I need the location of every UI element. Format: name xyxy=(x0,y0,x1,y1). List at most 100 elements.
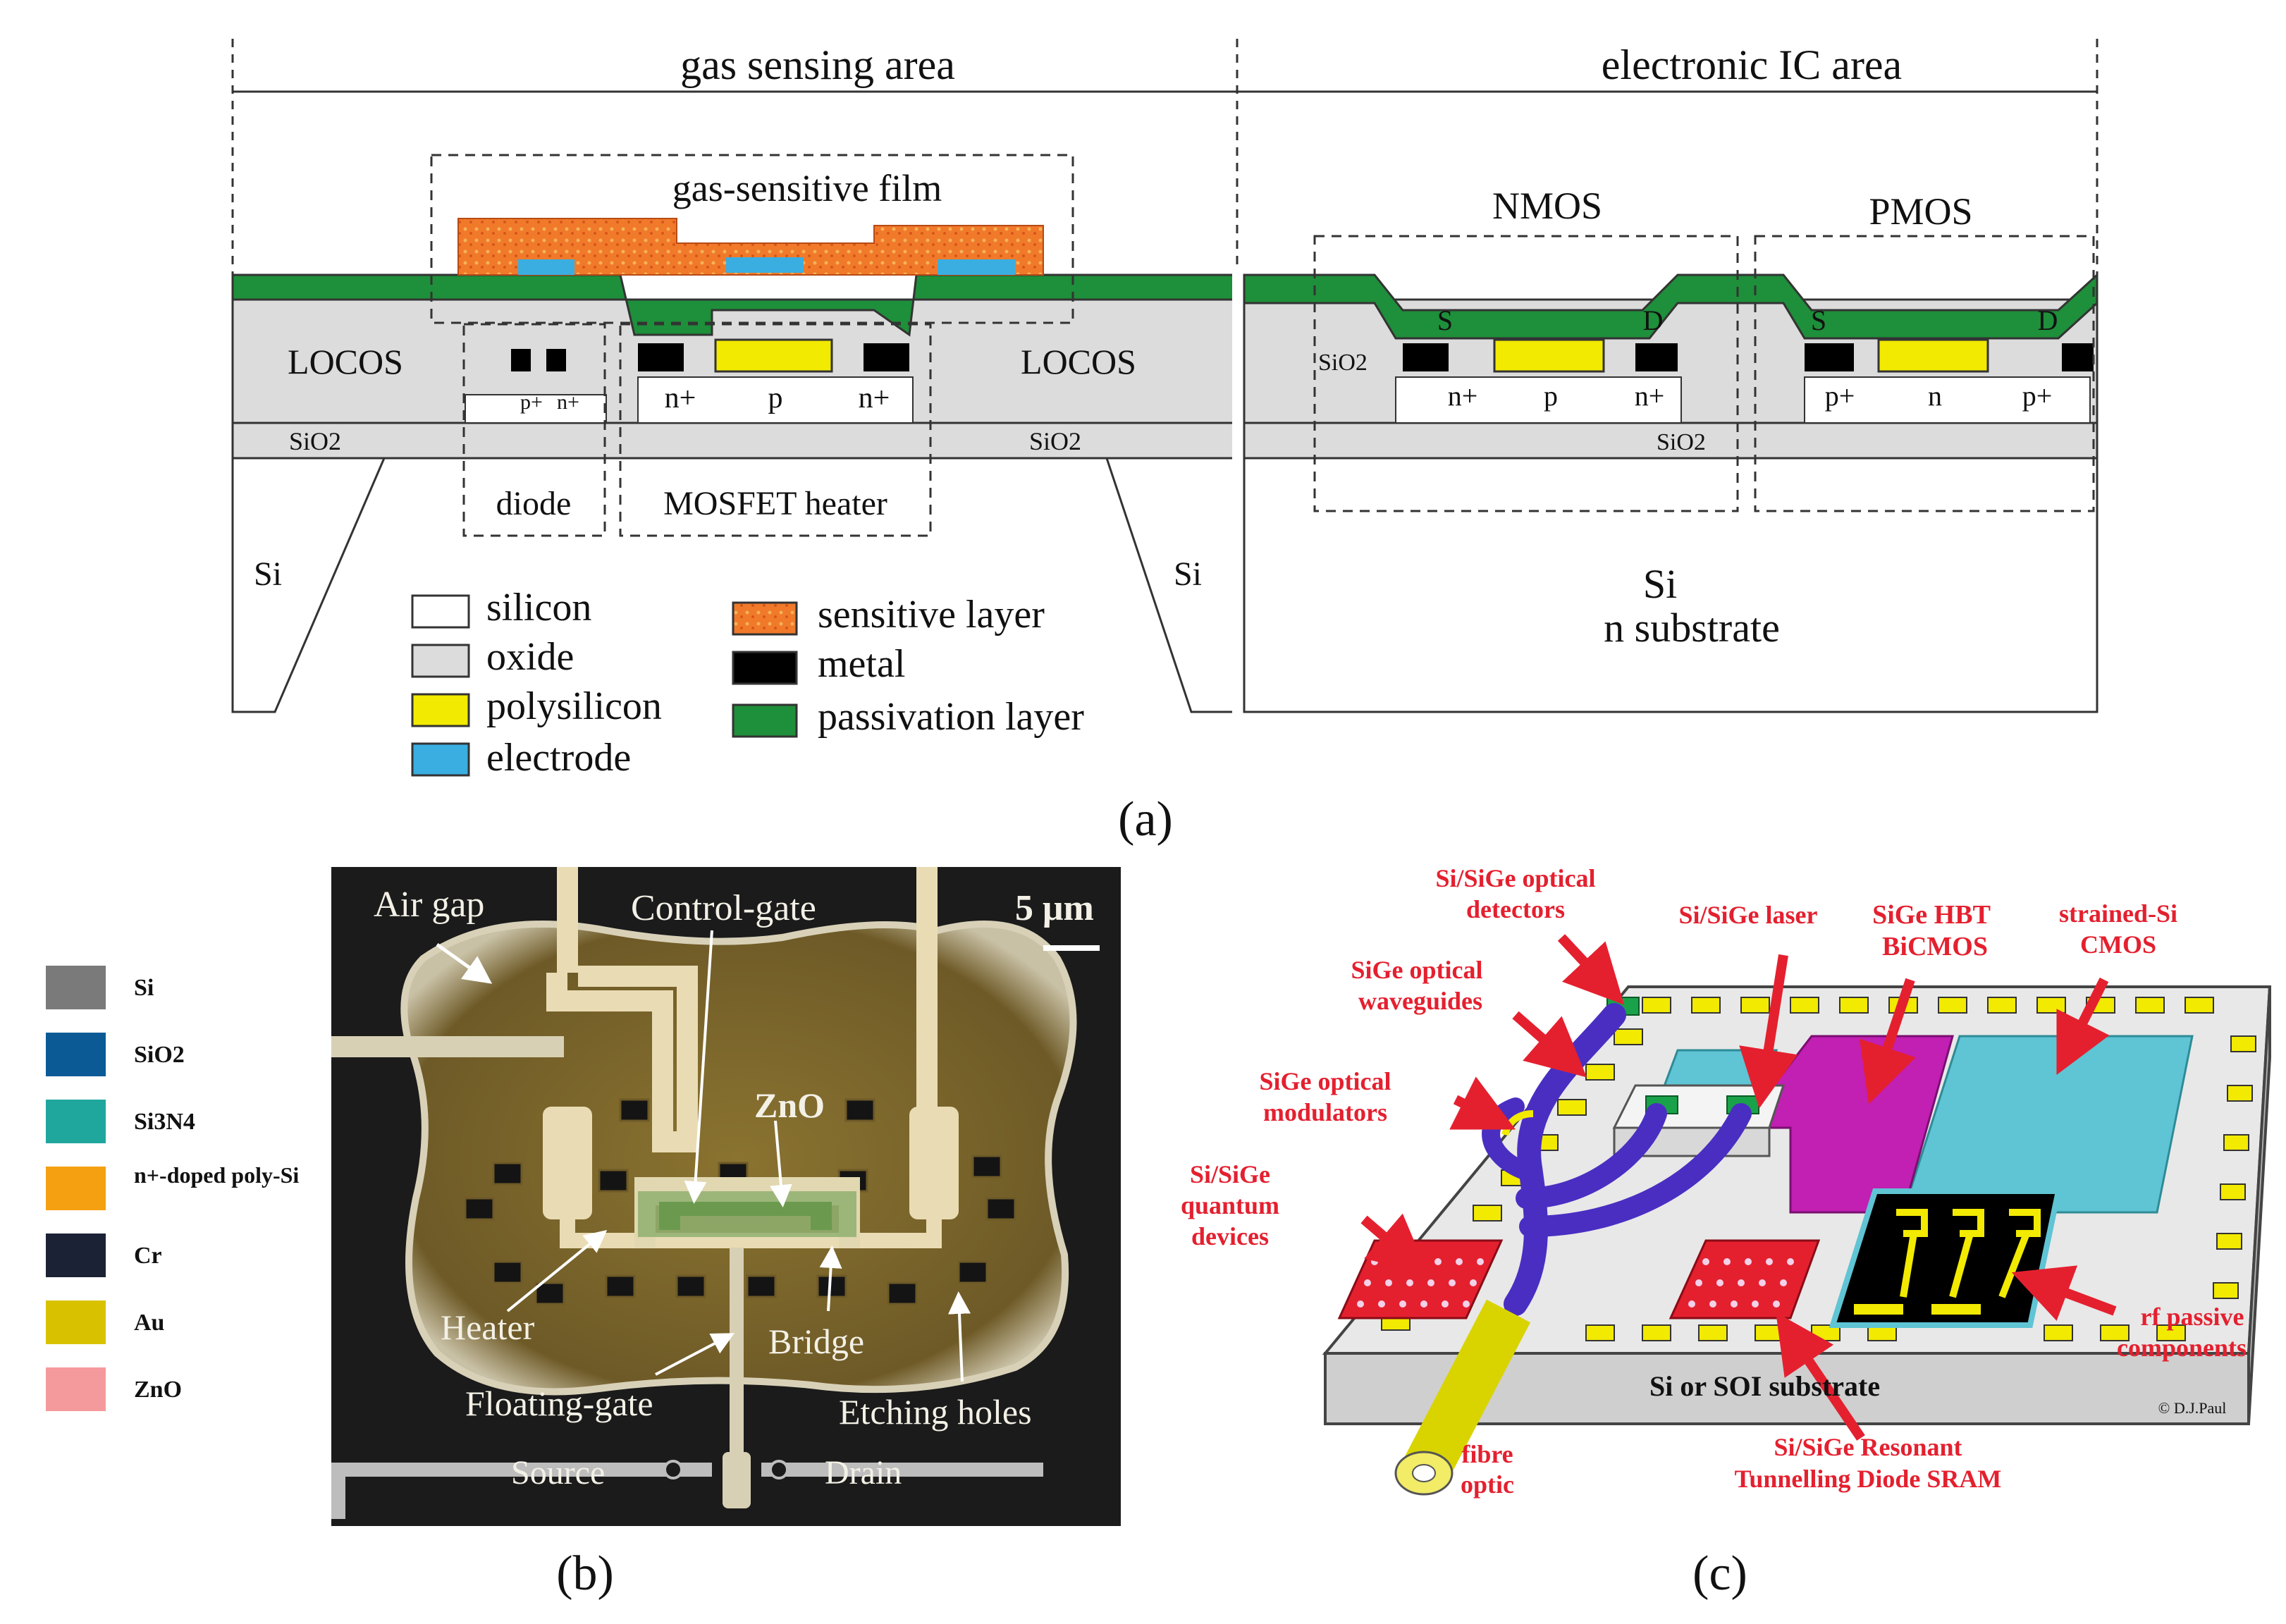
nmos-source-label: S xyxy=(1437,304,1453,336)
red-arrows xyxy=(1360,934,2117,1441)
metal-contact-1 xyxy=(638,343,684,371)
sem-label-floating-gate: Floating-gate xyxy=(465,1384,653,1423)
nmos-drain-label: D xyxy=(1643,304,1664,336)
diode-well xyxy=(465,394,607,424)
arrow-air-gap xyxy=(436,942,493,984)
label-substrate: Si or SOI substrate xyxy=(1649,1370,1880,1402)
sem-zno-inner xyxy=(659,1202,832,1230)
caption-c: (c) xyxy=(1692,1546,1747,1601)
arrow-rtd xyxy=(1776,1312,1865,1441)
label-detectors-1: Si/SiGe optical xyxy=(1435,864,1595,892)
arrow-zno xyxy=(769,1120,792,1207)
polysilicon-gate-heater xyxy=(714,338,833,373)
b-legend-swatch-si xyxy=(46,966,106,1009)
arrow-modulators xyxy=(1449,1076,1516,1130)
sem-control-gate-trace xyxy=(546,966,698,1152)
label-waveguides-1: SiGe optical xyxy=(1351,956,1483,984)
electrode-1 xyxy=(518,259,574,275)
locos-left-label: LOCOS xyxy=(288,342,403,381)
label-waveguides-2: waveguides xyxy=(1358,987,1482,1015)
air-gap-region xyxy=(400,921,1077,1396)
sem-label-bridge: Bridge xyxy=(768,1322,864,1361)
label-strained-1: strained-Si xyxy=(2059,899,2177,928)
legend-swatch-passivation xyxy=(732,703,798,738)
label-detectors-2: detectors xyxy=(1466,895,1565,923)
pmos-n: n xyxy=(1928,380,1942,412)
sem-gate-stem xyxy=(730,1248,744,1459)
b-legend-label-si3n4: Si3N4 xyxy=(134,1109,195,1135)
legend-swatch-oxide xyxy=(411,644,470,678)
sem-label-scale: 5 μm xyxy=(1015,888,1094,928)
polysilicon-gate-pmos xyxy=(1877,338,1989,373)
b-legend-label-zno: ZnO xyxy=(134,1377,182,1403)
arrow-floating-gate xyxy=(655,1333,735,1376)
sem-source-line xyxy=(331,1463,712,1477)
chip-bond-pads xyxy=(1381,997,2256,1341)
si-left-label: Si xyxy=(254,555,282,593)
sem-source-contact xyxy=(663,1460,683,1480)
legend-label-polysilicon: polysilicon xyxy=(486,684,662,728)
metal-contact-2 xyxy=(864,343,909,371)
label-quantum-2: quantum xyxy=(1181,1191,1279,1219)
rf-pad-1 xyxy=(1854,1304,1903,1315)
sem-label-drain: Drain xyxy=(825,1454,902,1491)
legend-label-oxide: oxide xyxy=(486,635,574,679)
b-legend-label-cr: Cr xyxy=(134,1243,162,1269)
legend-label-electrode: electrode xyxy=(486,736,631,780)
mosfet-well xyxy=(637,376,914,424)
label-fibre-2: optic xyxy=(1461,1470,1514,1499)
sem-lead-3 xyxy=(331,1036,564,1057)
fibre-optic-cable xyxy=(1401,1299,1531,1485)
mosfet-n-plus-1: n+ xyxy=(665,382,696,414)
b-legend-swatch-au xyxy=(46,1300,106,1344)
arrow-quantum xyxy=(1360,1213,1429,1275)
waveguide-branch-2 xyxy=(1519,1103,1752,1237)
label-strained-2: CMOS xyxy=(2080,930,2156,959)
nmos-n-plus-2: n+ xyxy=(1635,380,1665,412)
b-legend-label-poly-si: n+-doped poly-Si xyxy=(134,1162,299,1188)
legend-swatch-sensitive-layer xyxy=(732,601,798,636)
sem-pad-right xyxy=(909,1107,959,1219)
legend-label-sensitive-layer: sensitive layer xyxy=(818,593,1045,636)
mosfet-heater-label: MOSFET heater xyxy=(663,485,887,522)
strained-si-cmos-block xyxy=(1901,1035,2194,1214)
sem-label-heater: Heater xyxy=(441,1308,535,1347)
legend-label-metal: metal xyxy=(818,642,905,686)
label-hbt-2: BiCMOS xyxy=(1882,932,1988,961)
polysilicon-gate-nmos xyxy=(1493,338,1605,373)
label-hbt-1: SiGe HBT xyxy=(1872,900,1991,930)
electrode-3 xyxy=(938,259,1015,275)
fibre-optic-core xyxy=(1412,1464,1436,1482)
metal-contact-6 xyxy=(2062,343,2094,371)
diode-box xyxy=(462,323,606,537)
label-quantum-3: devices xyxy=(1191,1222,1269,1250)
arrow-heater xyxy=(506,1229,608,1312)
sio2-mid-label: SiO2 xyxy=(1029,427,1081,455)
sem-lead-1 xyxy=(557,867,578,973)
arrow-bridge xyxy=(819,1245,842,1312)
metal-contact-3 xyxy=(1403,343,1449,371)
label-modulators-2: modulators xyxy=(1263,1098,1387,1126)
diode-p-plus: p+ xyxy=(520,390,543,414)
panel-break xyxy=(1232,271,1242,715)
label-fibre-1: fibre xyxy=(1461,1440,1513,1468)
arrow-laser xyxy=(1739,954,1798,1109)
si-mid-label: Si xyxy=(1174,555,1202,593)
metal-contact-4 xyxy=(1635,343,1678,371)
sem-source-line-left xyxy=(331,1477,345,1519)
pmos-label: PMOS xyxy=(1869,190,1972,233)
pmos-well xyxy=(1804,376,2091,424)
n-substrate-label: n substrate xyxy=(1604,605,1780,651)
panel-c: Si/SiGe optical detectors Si/SiGe laser … xyxy=(1181,864,2272,1601)
arrow-detectors xyxy=(1557,934,1625,1005)
arrow-etching-holes xyxy=(948,1291,971,1382)
chip-side-face xyxy=(2247,986,2271,1425)
gas-sensing-area-label: gas sensing area xyxy=(680,42,955,88)
panel-b: Si SiO2 Si3N4 n+-doped poly-Si Cr Au ZnO xyxy=(46,867,1121,1601)
pmos-drain-label: D xyxy=(2038,304,2058,336)
label-quantum-1: Si/SiGe xyxy=(1190,1160,1270,1188)
nmos-box xyxy=(1313,235,1739,512)
b-legend-swatch-cr xyxy=(46,1234,106,1277)
sem-drain-contact xyxy=(769,1460,789,1480)
panel-a: gas sensing area electronic IC area xyxy=(231,39,2098,847)
